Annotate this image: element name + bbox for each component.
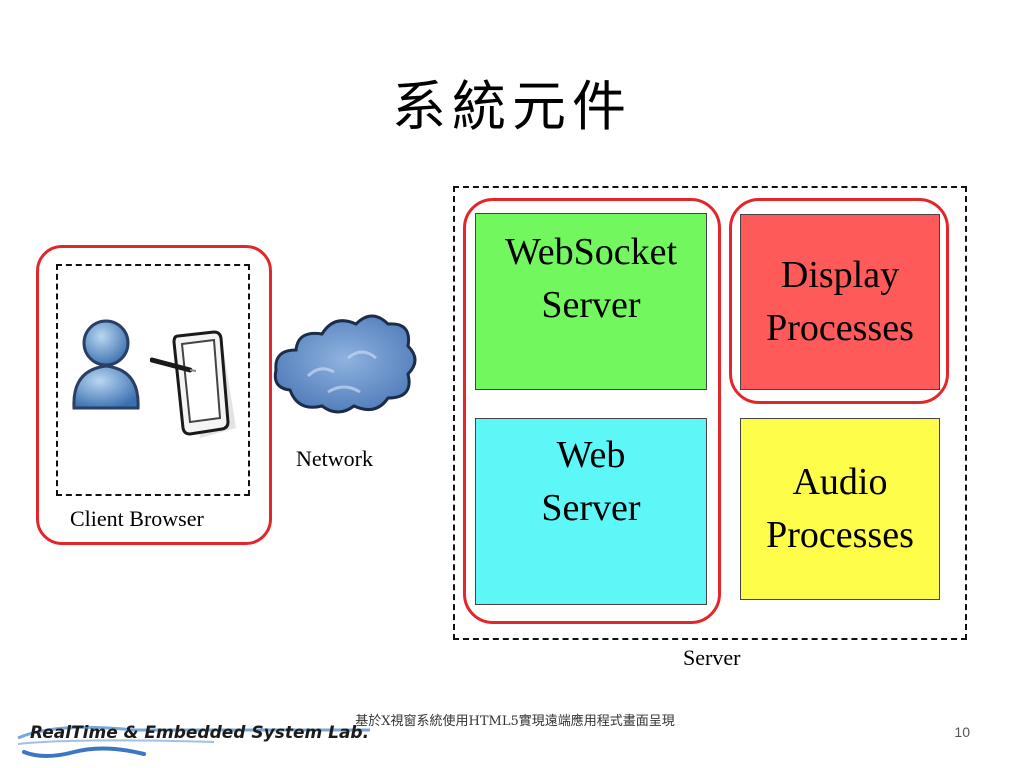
server-group-highlight — [463, 198, 721, 624]
display-label-line1: Display — [780, 253, 900, 296]
audio-label-line1: Audio — [792, 460, 888, 503]
display-highlight — [729, 198, 949, 404]
user-icon — [72, 319, 140, 410]
websocket-server-box: WebSocket Server — [475, 213, 707, 390]
cloud-icon — [273, 314, 417, 414]
server-label: Server — [683, 645, 741, 670]
web-server-box: Web Server — [475, 418, 707, 605]
websocket-label-line2: Server — [541, 284, 641, 327]
tablet-icon — [150, 330, 236, 438]
client-boundary — [56, 264, 250, 496]
web-label-line2: Server — [541, 487, 641, 530]
lab-logo: RealTime & Embedded System Lab. — [17, 723, 370, 758]
lab-logo-text: RealTime & Embedded System Lab. — [30, 723, 369, 743]
websocket-label-line1: WebSocket — [504, 231, 678, 273]
client-highlight-frame — [36, 245, 272, 545]
client-browser-label: Client Browser — [70, 506, 204, 531]
audio-label-line2: Processes — [766, 514, 914, 556]
web-label-line1: Web — [556, 434, 626, 476]
footer-subtitle: 基於X視窗系統使用HTML5實現遠端應用程式畫面呈現 — [355, 714, 675, 729]
slide-title: 系統元件 — [392, 75, 632, 138]
audio-processes-box: Audio Processes — [740, 418, 940, 600]
display-label-line2: Processes — [766, 307, 914, 349]
display-processes-box: Display Processes — [740, 214, 940, 390]
page-number: 10 — [954, 724, 970, 740]
server-boundary — [453, 186, 967, 640]
network-label: Network — [296, 446, 373, 471]
